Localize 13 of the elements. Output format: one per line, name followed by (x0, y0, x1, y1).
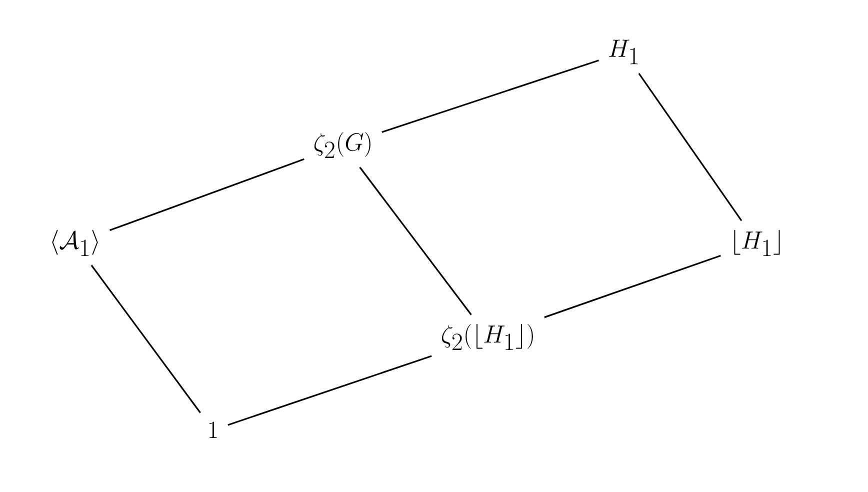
line (110, 158, 304, 232)
line (228, 355, 432, 426)
line (544, 254, 721, 318)
line (90, 264, 201, 414)
math-label: $H_1$ (609, 40, 638, 64)
math-label: $\zeta_2(G)$ (314, 132, 370, 158)
math-label: $\zeta_2(\lfloor H_1 \rfloor)$ (442, 324, 533, 350)
math-label: $\lfloor H_1 \rfloor$ (734, 230, 780, 256)
line (638, 72, 742, 222)
line (359, 166, 472, 316)
math-label: $\langle \mathcal{A}_1 \rangle$ (52, 230, 98, 256)
line (382, 60, 599, 133)
math-label: $1$ (209, 422, 217, 438)
